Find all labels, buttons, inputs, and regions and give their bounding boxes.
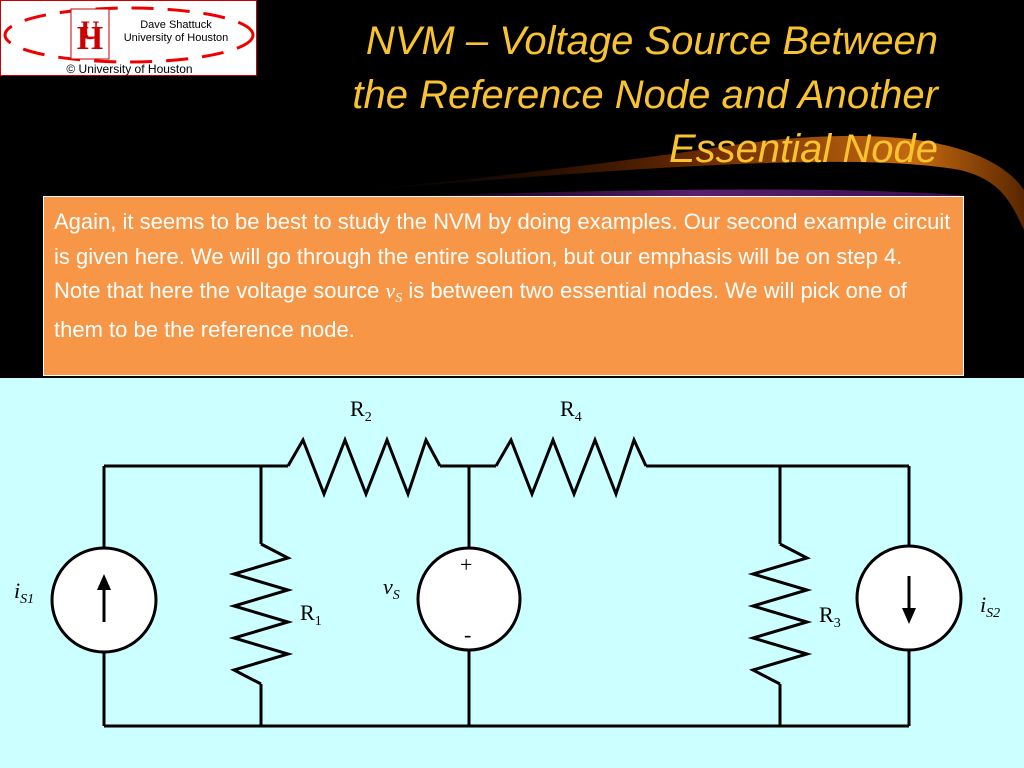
- label-r1: R1: [300, 600, 322, 630]
- voltage-source-icon: [416, 546, 522, 652]
- current-source-down-icon: [855, 544, 963, 652]
- title-line-3: Essential Node: [668, 127, 938, 171]
- body-text-part2: is between two essential nodes. We will …: [54, 278, 907, 342]
- author-name: Dave Shattuck: [140, 19, 212, 31]
- label-is2: iS2: [980, 592, 1001, 622]
- vs-minus-sign: -: [464, 622, 472, 647]
- institution-name: University of Houston: [123, 32, 229, 44]
- logo-author: Dave Shattuck University of Houston: [111, 19, 241, 45]
- label-is1: iS1: [14, 578, 35, 608]
- resistor-r1: [228, 542, 294, 686]
- vs-plus-sign: +: [460, 552, 473, 577]
- resistor-r3: [747, 542, 813, 686]
- svg-text:U: U: [81, 16, 100, 45]
- circuit-diagram: R2 R4 R1 R3 iS1 iS2 vS + -: [0, 378, 1024, 768]
- title-line-2: the Reference Node and Another: [352, 73, 938, 117]
- vs-variable: v: [385, 278, 396, 303]
- uh-logo-icon: H U: [3, 6, 255, 64]
- svg-text:H: H: [77, 20, 103, 57]
- label-vs: vS: [383, 574, 400, 604]
- title-line-1: NVM – Voltage Source Between: [365, 19, 938, 63]
- body-text-part1: Again, it seems to be best to study the …: [54, 209, 951, 303]
- current-source-up-icon: [50, 546, 158, 654]
- label-r3: R3: [819, 602, 841, 632]
- circuit-schematic: [50, 435, 963, 728]
- resistor-r2: [286, 435, 442, 499]
- label-r4: R4: [560, 396, 582, 426]
- vs-subscript: S: [395, 291, 403, 306]
- resistor-r4: [494, 435, 648, 499]
- copyright: © University of Houston: [66, 62, 193, 76]
- explanation-text-box: Again, it seems to be best to study the …: [43, 196, 964, 376]
- page-title: NVM – Voltage Source Between the Referen…: [240, 14, 938, 176]
- label-r2: R2: [350, 396, 372, 426]
- logo-box: H U Dave Shattuck University of Houston …: [0, 0, 257, 76]
